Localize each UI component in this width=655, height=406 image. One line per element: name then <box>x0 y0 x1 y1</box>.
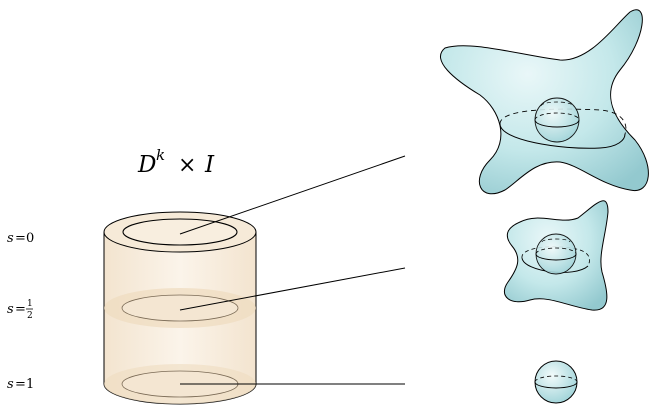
svg-text:0: 0 <box>26 231 34 246</box>
ball-equator-back <box>534 375 578 383</box>
blob-large-back-curve <box>499 108 627 135</box>
ball-small-body <box>534 360 578 404</box>
ball-equator-front <box>534 381 578 389</box>
ball-equator-front <box>535 253 577 261</box>
blob-medium <box>503 200 609 311</box>
disk-exponent: k <box>156 146 165 164</box>
stage-label-s-half: s = 1 2 <box>7 299 33 321</box>
svg-text:s: s <box>7 231 14 246</box>
ball-latitude <box>541 238 571 243</box>
svg-text:s: s <box>7 302 14 317</box>
ball-small <box>534 360 578 404</box>
blob-large <box>439 9 649 195</box>
svg-text:s: s <box>7 377 14 392</box>
product-label: D k × I <box>137 146 215 178</box>
svg-text:=: = <box>15 231 26 246</box>
disk-symbol: D <box>137 152 156 178</box>
blob-medium-back-curve <box>521 246 590 267</box>
svg-text:1: 1 <box>27 299 33 309</box>
ball-equator-front <box>534 119 580 128</box>
cylinder <box>103 211 257 405</box>
ball-latitude <box>540 101 574 107</box>
svg-text:2: 2 <box>27 311 33 321</box>
svg-text:=: = <box>15 302 26 317</box>
slice-middle-disk <box>121 294 239 322</box>
slice-top-disk <box>122 218 238 246</box>
svg-text:=: = <box>15 377 26 392</box>
stage-label-s0: s = 0 <box>7 231 34 246</box>
interval-symbol: I <box>204 152 215 178</box>
blob-medium-ball <box>535 233 577 275</box>
blob-large-front-curve <box>499 123 626 149</box>
connector-top <box>179 155 406 235</box>
ball-equator-back <box>535 247 577 255</box>
ball-equator-back <box>534 112 580 121</box>
times-symbol: × <box>178 153 196 178</box>
stage-label-s1: s = 1 <box>7 377 34 392</box>
connector-middle <box>179 267 406 311</box>
svg-text:1: 1 <box>26 377 34 392</box>
